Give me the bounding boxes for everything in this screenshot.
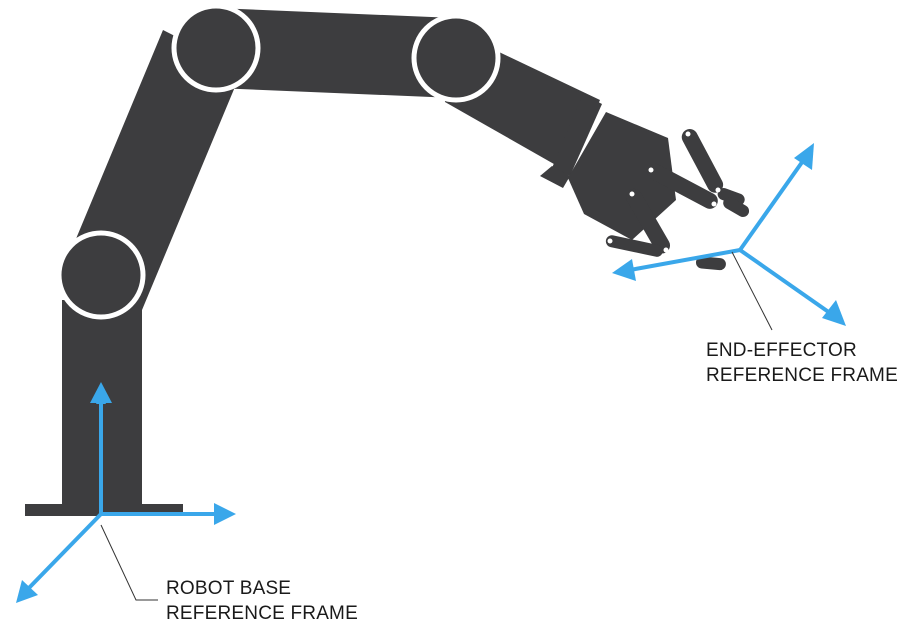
- ee-arrowheads: [612, 143, 846, 326]
- upper-arm-link: [215, 8, 455, 98]
- ee-z-axis: [738, 156, 807, 252]
- finger-pivots: [607, 131, 721, 253]
- end-effector-frame-label: END-EFFECTOR REFERENCE FRAME: [706, 338, 898, 388]
- ee-x-axis: [629, 248, 741, 272]
- base-leader-line: [100, 524, 158, 601]
- wrist-ring: [540, 166, 570, 188]
- gripper-fingers: [605, 129, 750, 271]
- base-arrowheads: [16, 382, 236, 603]
- wrist-joint: [411, 13, 501, 103]
- robot-base-label-line1: ROBOT BASE: [166, 578, 292, 599]
- gripper-finger-middle: [647, 163, 718, 209]
- ee-y-axis: [738, 248, 832, 315]
- wrist-collar: [552, 94, 602, 176]
- gripper-finger-lower-tip: [605, 235, 663, 257]
- robot-base-frame-label: ROBOT BASE REFERENCE FRAME: [166, 576, 358, 626]
- base-y-axis: [22, 512, 103, 595]
- ee-leader-line: [731, 251, 773, 331]
- robot-base-label-line2: REFERENCE FRAME: [166, 603, 358, 624]
- gripper-finger-lower: [626, 188, 670, 254]
- gripper-finger-upper: [681, 129, 724, 193]
- end-effector-label-line2: REFERENCE FRAME: [706, 365, 898, 386]
- base-frame-axes: [22, 394, 226, 595]
- elbow-joint: [171, 3, 261, 93]
- end-effector-label-line1: END-EFFECTOR: [706, 340, 857, 361]
- end-effector-frame-axes: [629, 156, 832, 315]
- gripper-finger-bottom-tip: [695, 256, 726, 271]
- gripper-finger-middle-tip: [723, 197, 750, 217]
- shoulder-joint: [56, 230, 146, 320]
- robot-arm: [25, 3, 750, 516]
- leader-lines: [100, 251, 773, 601]
